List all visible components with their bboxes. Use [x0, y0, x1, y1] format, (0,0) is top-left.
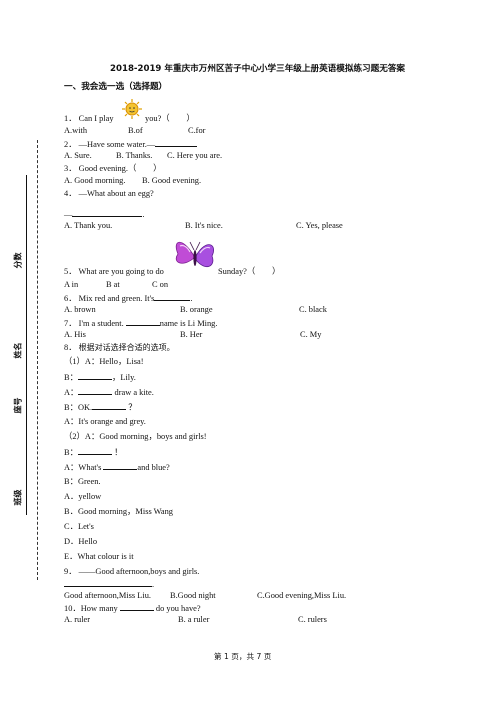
page-title: 2018-2019 年重庆市万州区苦子中心小学三年级上册英语模拟练习题无答案 [110, 64, 406, 74]
q8-text: 根据对话选择合适的选项。 [78, 343, 175, 352]
question-5: 5． What are you going to do [64, 266, 164, 277]
q8-part2-line2: B： ！ [64, 446, 123, 457]
q8-option-a[interactable]: A．yellow [64, 492, 102, 501]
q8-part1-line1: （1）A：Hello，Lisa! [64, 357, 144, 366]
q9-option-b[interactable]: B.Good night [170, 591, 216, 600]
q1-option-c[interactable]: C.for [188, 126, 206, 135]
name-label: 姓名 [13, 342, 23, 359]
q1-number: 1． [64, 114, 77, 123]
q5-option-c[interactable]: C on [152, 280, 169, 289]
q2-option-a[interactable]: A. Sure. [64, 151, 92, 160]
q10-option-c[interactable]: C. rulers [298, 615, 327, 624]
q8-part1-line3: A： draw a kite. [64, 386, 154, 397]
q8-part1-line4: B：OK. ？ [64, 401, 137, 412]
question-6: 6． Mix red and green. It's. [64, 292, 193, 303]
q8-option-c[interactable]: C．Let's [64, 522, 94, 531]
class-label: 班级 [13, 489, 23, 506]
q8-option-d[interactable]: D．Hello [64, 537, 98, 546]
q2-number: 2． [64, 140, 77, 149]
q10-blank[interactable] [119, 602, 154, 611]
q7-option-b[interactable]: B. Her [180, 330, 203, 339]
q5-number: 5． [64, 267, 77, 276]
q6-number: 6． [64, 294, 77, 303]
q3-number: 3． [64, 164, 77, 173]
q9-answer-line: . [64, 578, 154, 590]
q7-number: 7． [64, 319, 77, 328]
q5-option-a[interactable]: A in [64, 280, 79, 289]
q8-option-b[interactable]: B．Good morning，Miss Wang [64, 507, 173, 516]
sun-cartoon-icon [122, 99, 142, 126]
question-9: 9． ——Good afternoon,boys and girls. [64, 566, 199, 577]
q8-part1-line5: A：It's orange and grey. [64, 417, 146, 426]
q4-option-a[interactable]: A. Thank you. [64, 221, 113, 230]
binding-dashed-line [37, 140, 38, 580]
q3-option-a[interactable]: A. Good morning. [64, 176, 126, 185]
q6-option-a[interactable]: A. brown [64, 305, 96, 314]
q4-blank[interactable] [72, 208, 143, 217]
q8-part2-line1: （2）A：Good morning，boys and girls! [64, 432, 207, 441]
q10-option-a[interactable]: A. ruler [64, 615, 91, 624]
butterfly-icon [172, 234, 218, 281]
q8-option-e[interactable]: E．What colour is it [64, 552, 134, 561]
q2-blank[interactable] [155, 138, 198, 147]
q9-number: 9． [64, 567, 77, 576]
page-number: 第 1 页，共 7 页 [214, 652, 272, 661]
q4-option-c[interactable]: C. Yes, please [296, 221, 343, 230]
q4-text: —What about an egg? [78, 189, 154, 198]
q4-option-b[interactable]: B. It's nice. [185, 221, 223, 230]
question-3: 3． Good evening.（ ） [64, 163, 161, 174]
section-heading: 一、我会选一选（选择题） [64, 82, 168, 92]
q4-number: 4． [64, 189, 77, 198]
q8-part2-line3: A：What's and blue? [64, 461, 170, 472]
q8-part1-line2: B：，Lily. [64, 371, 136, 382]
binding-underline [26, 175, 27, 515]
q7-blank[interactable] [125, 317, 160, 326]
q8-blank-4[interactable] [77, 446, 112, 455]
q4-answer-line: —. [64, 208, 145, 219]
q8-number: 8． [64, 343, 77, 352]
q6-option-c[interactable]: C. black [299, 305, 327, 314]
q1-text-pre: Can I play [78, 114, 114, 123]
question-7: 7． I'm a student. name is Li Ming. [64, 317, 218, 328]
q10-text-post: do you have? [155, 604, 201, 613]
q3-option-b[interactable]: B. Good evening. [142, 176, 202, 185]
q6-blank[interactable] [154, 292, 191, 301]
q1-text-post: you?（ ） [145, 114, 195, 123]
seat-label: 座号 [13, 397, 23, 414]
q8-blank-2[interactable] [78, 386, 113, 395]
q10-number: 10． [64, 604, 81, 613]
q8-part2-line4: B：Green. [64, 477, 101, 486]
q8-blank-3[interactable] [92, 401, 127, 410]
question-1: 1． Can I play [64, 113, 114, 124]
q10-text-pre: How many [80, 604, 118, 613]
question-10: 10．How many do you have? [64, 602, 201, 614]
q10-option-b[interactable]: B. a ruler [178, 615, 210, 624]
q3-text: Good evening.（ ） [78, 164, 162, 173]
q2-text: —Have some water.— [78, 140, 156, 149]
q9-option-c[interactable]: C.Good evening,Miss Liu. [257, 591, 347, 600]
q9-text: ——Good afternoon,boys and girls. [78, 567, 200, 576]
q1-option-a[interactable]: A.with [64, 126, 88, 135]
q2-option-b[interactable]: B. Thanks. [116, 151, 153, 160]
q1-option-b[interactable]: B.of [128, 126, 143, 135]
q6-text: Mix red and green. It's [78, 294, 155, 303]
question-2: 2． —Have some water.— [64, 138, 198, 150]
q7-text: I'm a student. [78, 319, 124, 328]
score-label: 分数 [13, 252, 23, 269]
q5-option-b[interactable]: B at [106, 280, 120, 289]
q8-blank-1[interactable] [77, 371, 112, 380]
q6-option-b[interactable]: B. orange [180, 305, 213, 314]
q7-option-c[interactable]: C. My [300, 330, 322, 339]
question-8: 8． 根据对话选择合适的选项。 [64, 342, 175, 353]
q9-blank[interactable] [64, 578, 152, 587]
q5-text-post: Sunday?（ ） [218, 267, 281, 276]
q7-option-a[interactable]: A. His [64, 330, 86, 339]
question-4: 4． —What about an egg? [64, 188, 154, 199]
q5-text-pre: What are you going to do [78, 267, 164, 276]
q8-blank-5[interactable] [103, 461, 138, 470]
q2-option-c[interactable]: C. Here you are. [167, 151, 223, 160]
q9-option-a[interactable]: Good afternoon,Miss Liu. [64, 591, 151, 600]
